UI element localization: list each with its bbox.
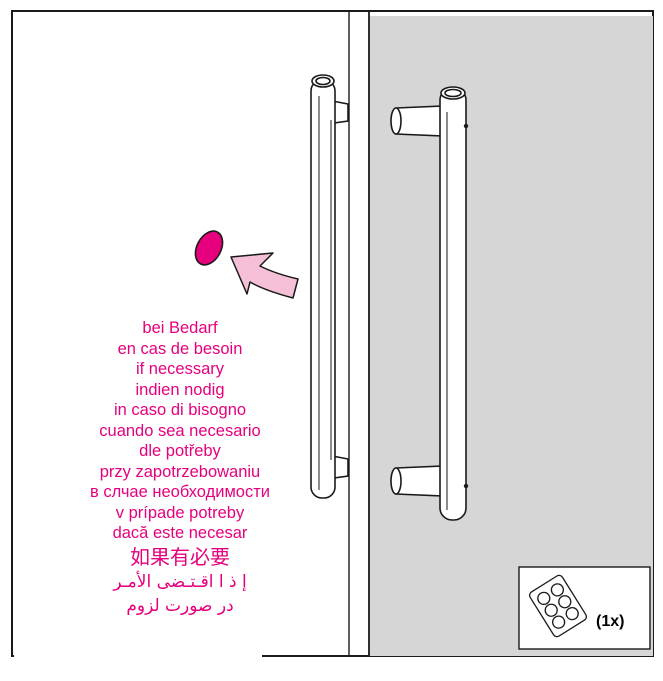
bumper-sheet-icon [528,574,588,638]
left-handle [310,74,349,499]
instruction-pl: przy zapotrzebowaniu [99,462,261,481]
instruction-nl: indien nodig [135,380,225,399]
instruction-de: bei Bedarf [142,319,218,337]
right-handle [390,86,467,521]
instruction-text-block: bei Bedarf en cas de besoin if necessary… [60,318,300,618]
instruction-es: cuando sea necesario [99,421,261,440]
instruction-ro: dacă este necesar [112,524,248,542]
instruction-zh: 如果有必要 [130,544,230,569]
text-mask [14,640,262,680]
screw-top [463,123,469,129]
curved-arrow-icon [230,252,299,299]
instruction-fr: en cas de besoin [117,339,243,358]
screw-bottom [463,483,469,489]
instruction-sk: v prípade potreby [115,503,245,522]
instruction-ar: إ ذ ا اقـتـضى الأمـر [113,571,247,592]
instruction-fa: در صورت لزوم [126,595,234,616]
instruction-ru: в слчае необходимости [89,483,271,501]
pink-pad-icon [194,230,224,266]
instruction-it: in caso di bisogno [113,401,247,419]
instruction-en: if necessary [135,360,225,378]
kit-quantity-label: (1x) [596,613,625,630]
instruction-cs: dle potřeby [139,442,221,460]
